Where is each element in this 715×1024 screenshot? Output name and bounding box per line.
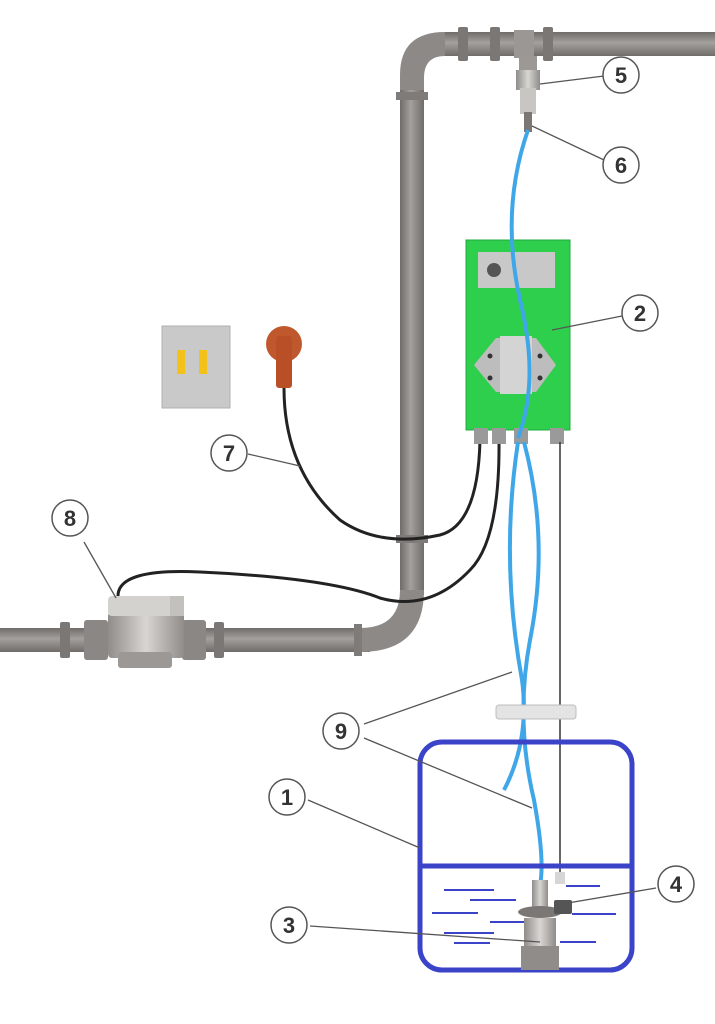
callout-3-label: 3 <box>283 913 295 938</box>
meter-signal-cable <box>116 439 501 603</box>
callout-3: 3 <box>270 906 308 944</box>
callout-6: 6 <box>602 146 640 184</box>
callout-8: 8 <box>51 499 89 537</box>
lower-pipe <box>0 590 424 660</box>
dosing-pump <box>465 239 571 444</box>
callout-6-label: 6 <box>615 153 627 178</box>
liquid-lines <box>432 885 616 944</box>
callout-1-label: 1 <box>281 785 293 810</box>
power-socket <box>161 325 231 409</box>
callout-5-label: 5 <box>615 63 627 88</box>
callout-1: 1 <box>268 778 306 816</box>
callout-4-label: 4 <box>670 872 683 897</box>
power-plug <box>266 326 302 388</box>
callout-2: 2 <box>621 294 659 332</box>
tubing <box>502 129 544 886</box>
callout-4: 4 <box>657 865 695 903</box>
callout-8-label: 8 <box>64 506 76 531</box>
foot-valve <box>518 880 562 970</box>
leader-lines <box>83 75 657 943</box>
callout-7: 7 <box>210 434 248 472</box>
level-switch-connector <box>555 872 565 884</box>
tank-collar <box>495 704 577 720</box>
power-cable <box>282 387 482 541</box>
injection-fitting <box>516 56 540 132</box>
callout-2-label: 2 <box>634 301 646 326</box>
callout-9-label: 9 <box>335 719 347 744</box>
upper-pipe <box>396 27 715 595</box>
callout-7-label: 7 <box>223 441 235 466</box>
pipe-coupling <box>396 92 428 100</box>
callout-5: 5 <box>602 56 640 94</box>
water-meter <box>108 596 184 668</box>
callout-9: 9 <box>322 712 360 750</box>
